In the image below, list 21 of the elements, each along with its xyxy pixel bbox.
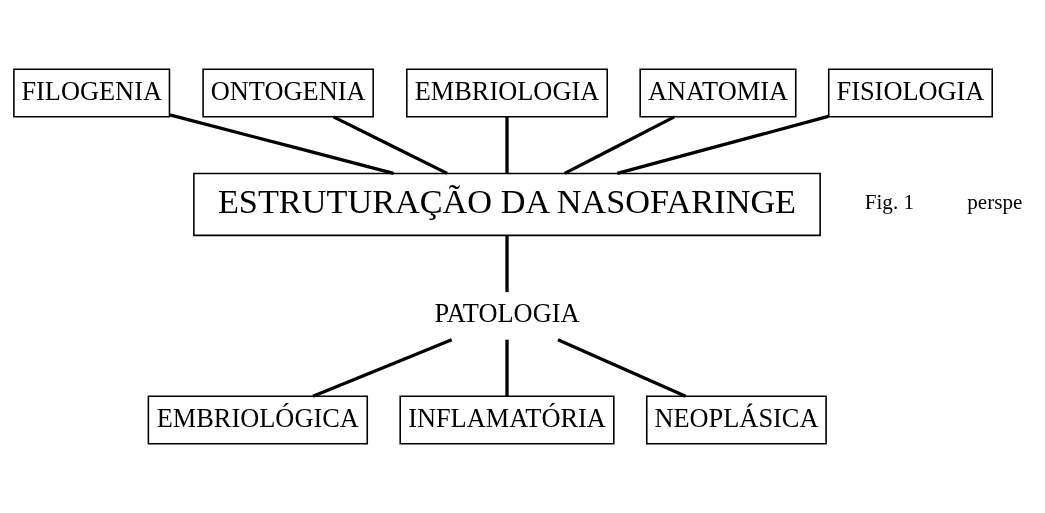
connector [616,114,829,175]
node-text: PATOLOGIA [434,299,580,329]
node-box: EMBRIOLÓGICA [147,395,369,445]
connector [505,235,509,293]
node-box: NEOPLÁSICA [646,395,827,445]
label: perspe [967,190,1023,215]
node-box: INFLAMATÓRIA [399,395,615,445]
node-box: EMBRIOLOGIA [406,68,608,118]
connector [312,338,453,398]
label: Fig. 1 [864,190,914,215]
connector [332,115,448,175]
node-box: ESTRUTURAÇÃO DA NASOFARINGE [193,172,821,237]
connector [505,116,509,174]
connector [169,113,394,175]
node-box: FISIOLOGIA [827,68,993,118]
node-box: FILOGENIA [13,68,171,118]
node-box: ONTOGENIA [202,68,374,118]
connector [505,339,509,397]
connector [557,338,687,398]
node-box: ANATOMIA [639,68,797,118]
connector [563,115,675,175]
